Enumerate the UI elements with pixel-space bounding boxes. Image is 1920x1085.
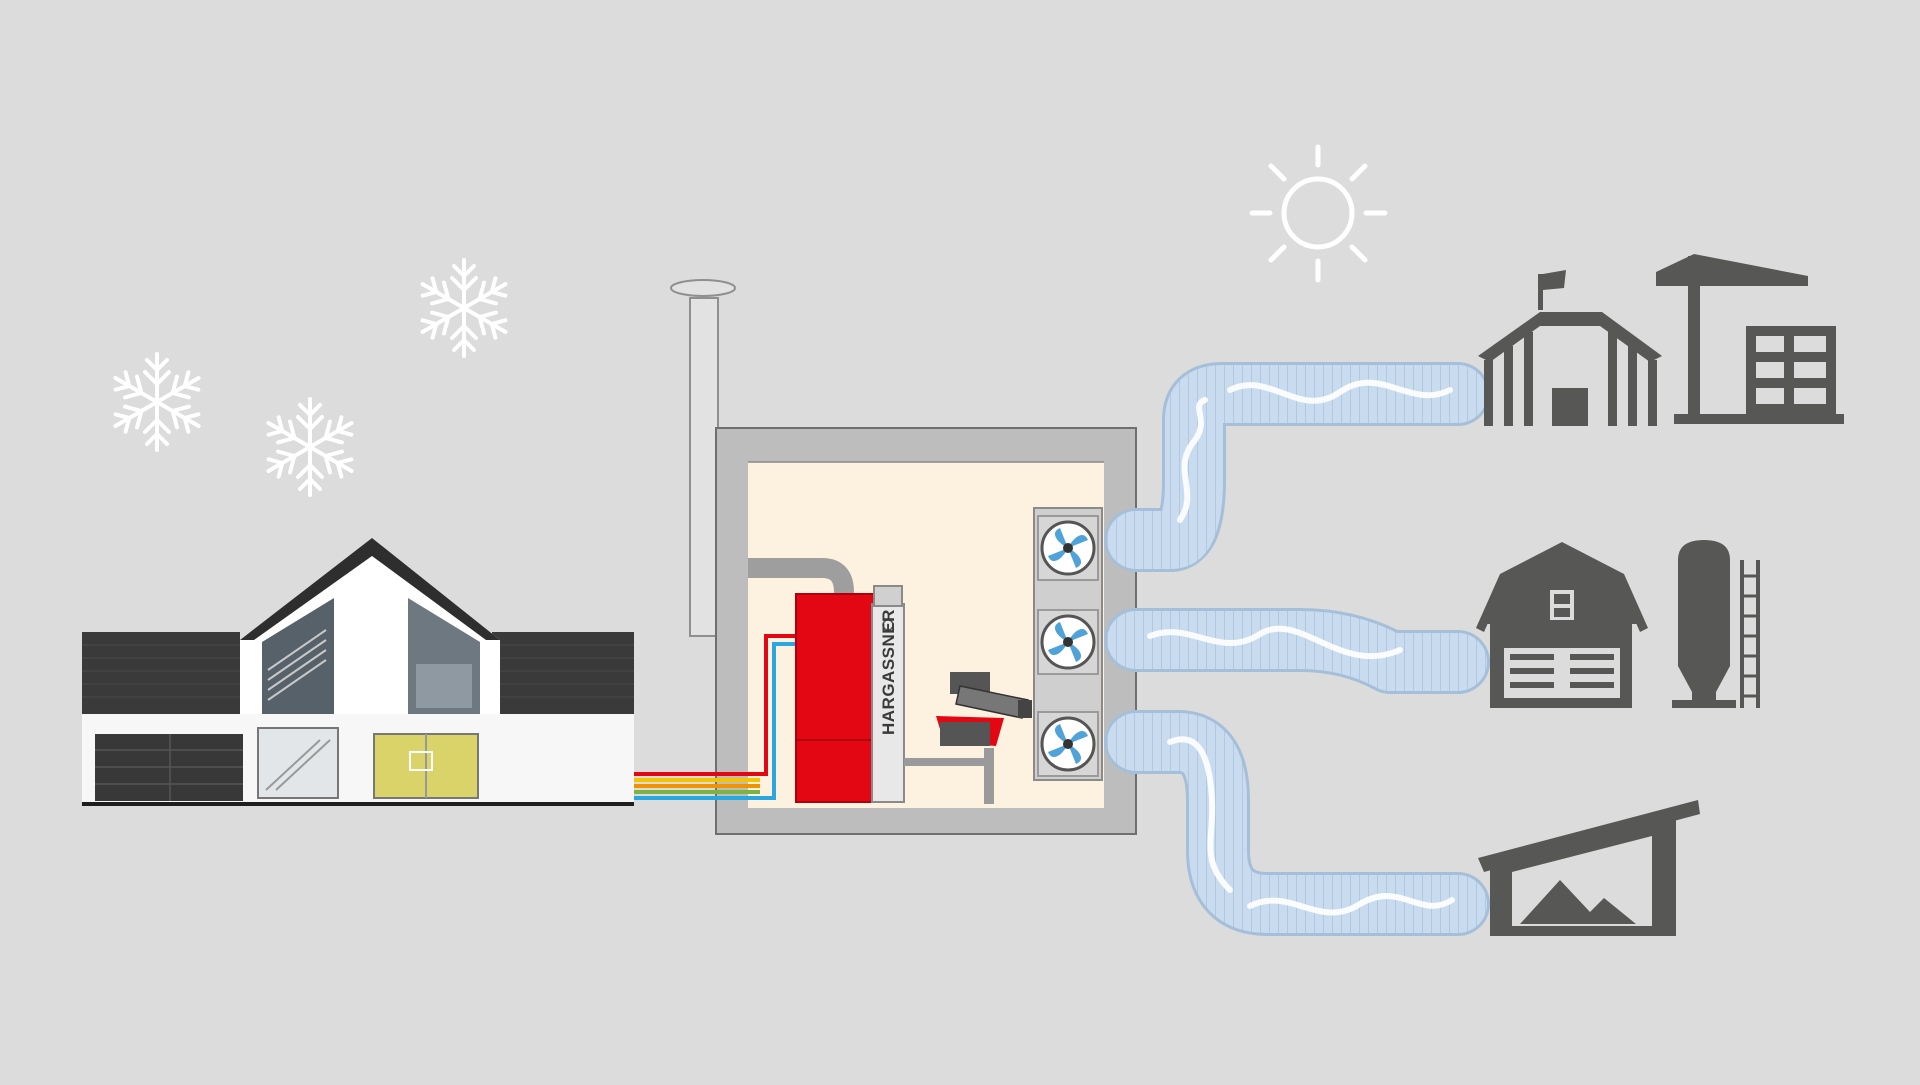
barn-icon — [1476, 542, 1648, 708]
snowflake-icon — [416, 260, 511, 356]
heating-pipes — [634, 634, 798, 800]
flue-pipe — [748, 558, 854, 598]
boiler-brand-label: HARGASSNER — [879, 609, 898, 735]
tent-icon — [1478, 270, 1662, 426]
open-shed-icon — [1478, 800, 1700, 936]
boiler: HARGASSNER — [795, 585, 905, 803]
construction-crane-icon — [1656, 254, 1844, 424]
snowflake-icon — [262, 399, 357, 495]
sun-icon — [1249, 144, 1388, 283]
fan-icon — [1036, 608, 1100, 676]
house — [82, 538, 634, 806]
fan-unit — [1033, 507, 1103, 781]
snowflake-icon — [109, 354, 204, 450]
fan-icon — [1036, 710, 1100, 778]
fuel-feeder — [904, 672, 1032, 804]
chimney — [670, 279, 736, 637]
warm-air-ducts — [1104, 362, 1490, 936]
silo-icon — [1672, 540, 1760, 708]
fan-icon — [1036, 514, 1100, 582]
